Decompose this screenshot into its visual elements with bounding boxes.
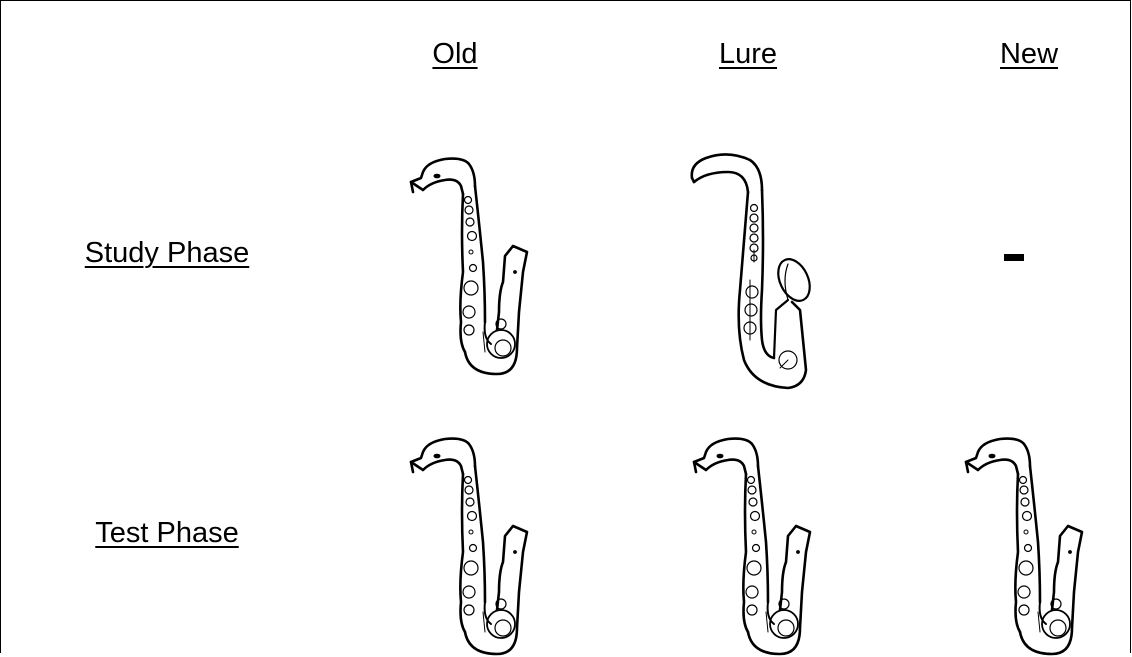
column-header-new: New — [1000, 38, 1058, 71]
column-header-lure: Lure — [719, 38, 777, 71]
row-header-test-phase: Test Phase — [95, 517, 238, 550]
study-old-saxophone-icon — [405, 152, 530, 377]
test-lure-saxophone-icon — [688, 432, 813, 657]
row-header-study-phase: Study Phase — [85, 237, 249, 270]
study-lure-saxophone-icon — [688, 150, 813, 390]
study-new-dash — [1004, 254, 1024, 261]
test-old-saxophone-icon — [405, 432, 530, 657]
test-new-saxophone-icon — [960, 432, 1085, 657]
column-header-old: Old — [432, 38, 477, 71]
